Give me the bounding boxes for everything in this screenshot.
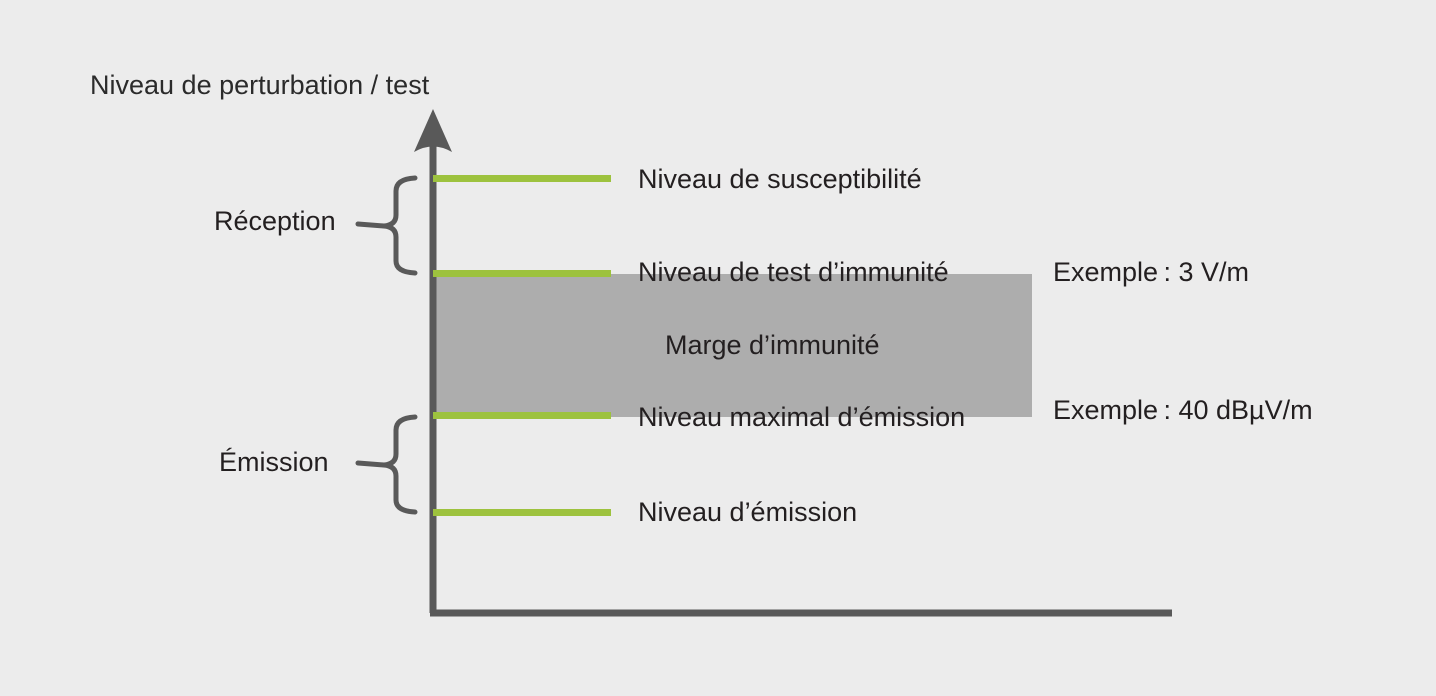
reception-brace-icon bbox=[381, 175, 418, 276]
emission-brace-connector bbox=[355, 460, 387, 468]
group-label-reception: Réception bbox=[214, 206, 336, 236]
group-label-emission: Émission bbox=[219, 447, 329, 477]
level-label-test-immunite: Niveau de test d’immunité bbox=[638, 257, 949, 287]
emission-brace-icon bbox=[381, 414, 418, 515]
level-line-emission bbox=[433, 509, 611, 516]
immunity-margin-label: Marge d’immunité bbox=[665, 330, 880, 360]
immunity-margin-band bbox=[433, 274, 1032, 417]
level-line-susceptibilite bbox=[433, 175, 611, 182]
example-value-immunity: Exemple : 3 V/m bbox=[1053, 257, 1249, 287]
level-line-max-emission bbox=[433, 412, 611, 419]
level-label-emission: Niveau d’émission bbox=[638, 497, 858, 527]
level-label-max-emission: Niveau maximal d’émission bbox=[638, 402, 966, 432]
example-value-emission: Exemple : 40 dBµV/m bbox=[1053, 395, 1313, 425]
y-axis-arrow-icon bbox=[414, 109, 452, 152]
level-label-susceptibilite: Niveau de susceptibilité bbox=[638, 164, 922, 194]
level-line-test-immunite bbox=[433, 270, 611, 277]
axis-title: Niveau de perturbation / test bbox=[90, 70, 430, 100]
reception-brace-connector bbox=[355, 221, 387, 229]
